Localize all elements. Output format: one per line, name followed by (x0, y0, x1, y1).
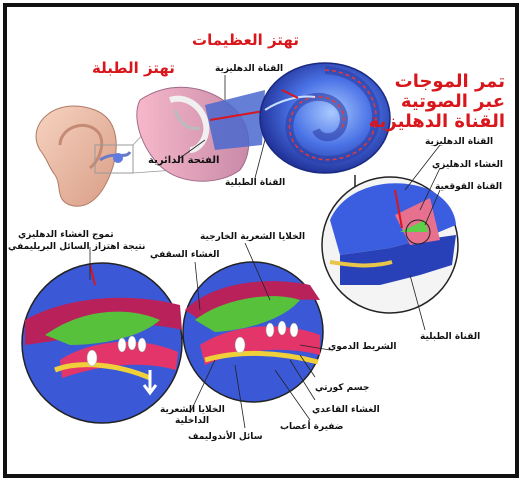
label-stria-vascularis: الشريط الدموي (328, 342, 397, 352)
label-eardrum-vibrates: تهتز الطبلة (92, 59, 175, 77)
organ-of-corti-right (182, 261, 324, 403)
label-tympanic-canal-mid: القناة الطبلية (225, 178, 286, 188)
label-tympanic-canal-right: القناة الطبلية (420, 332, 481, 342)
label-vestibular-wave-2: نتيجة اهتزاز السائل البريليمفي (8, 242, 146, 252)
label-vestibular-wave-1: تموج الغشاء الدهليزي (18, 230, 114, 240)
label-oval-window: الفتحة الدائرية (148, 155, 220, 166)
label-vestibular-canal-right: القناة الدهليزية (425, 137, 494, 147)
organ-of-corti-left (21, 262, 183, 424)
label-waves-pass: تمر الموجات عبر الصوتية القناة الدهليزية (368, 71, 505, 132)
label-nerve-fibers: ضفيرة أعصاب (280, 422, 344, 432)
label-inner-hair-cells-1: الخلايا الشعرية (160, 405, 225, 415)
outer-ear (35, 105, 134, 207)
leader-lines (89, 75, 441, 429)
waves-line-1: تمر الموجات (394, 71, 505, 92)
middle-ear (136, 86, 271, 182)
cochlea-cross-section (321, 176, 459, 314)
label-basilar-membrane: الغشاء القاعدي (312, 405, 380, 415)
label-tectorial-membrane: الغشاء السقفي (150, 250, 220, 260)
label-outer-hair-cells: الخلايا الشعرية الخارجية (200, 232, 306, 242)
label-vestibular-membrane: الغشاء الدهليزي (432, 160, 503, 170)
waves-line-3: القناة الدهليزية (368, 111, 505, 132)
label-inner-hair-cells-2: الداخلية (175, 416, 210, 426)
waves-line-2: عبر الصوتية (400, 91, 505, 112)
label-vestibular-canal-top: القناة الدهليزية (215, 64, 284, 74)
label-ossicles-vibrate: تهتز العظيمات (192, 31, 299, 49)
cochlea (259, 62, 391, 174)
label-cochlear-duct: القناة القوقعية (435, 182, 503, 192)
label-organ-of-corti: جسم كورتي (315, 383, 370, 393)
label-endolymph: سائل الأندوليمف (188, 432, 263, 442)
